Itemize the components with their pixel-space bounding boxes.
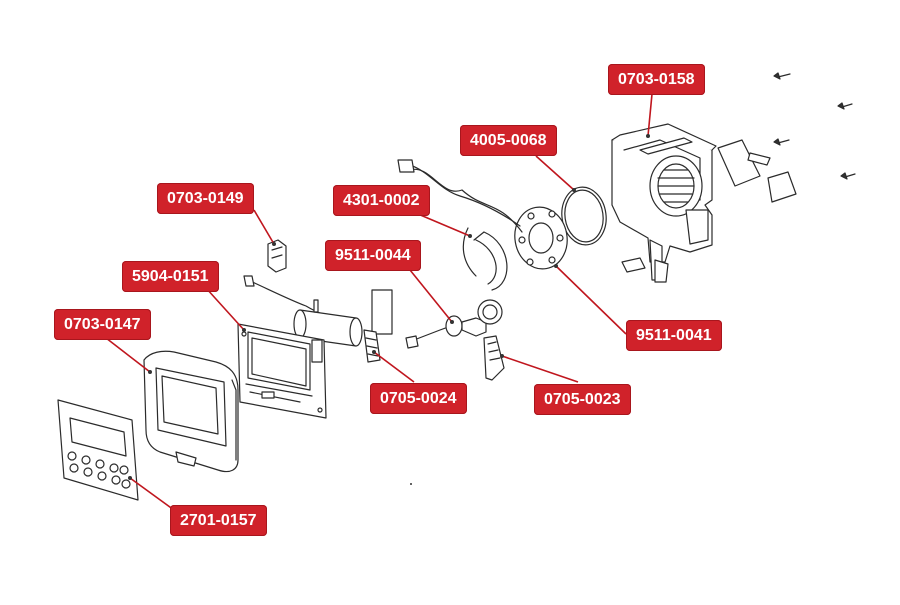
rear-housing-icon	[611, 123, 717, 283]
part-tag-retaining-ring: 4301-0002	[333, 185, 430, 216]
connector-bracket-icon	[267, 239, 287, 273]
leader-2701-0157	[129, 477, 175, 511]
part-tag-front-bezel: 0703-0147	[54, 309, 151, 340]
leader-4005-0068	[535, 155, 575, 191]
part-tag-cable-assembly: 9511-0044	[325, 240, 421, 271]
leader-5904-0151	[205, 287, 245, 331]
part-tag-circuit-board: 5904-0151	[122, 261, 219, 292]
screw-icon	[773, 72, 856, 180]
cylinder-icon	[293, 299, 363, 347]
leader-4301-0002	[417, 213, 471, 237]
part-tag-left-latch: 0705-0024	[370, 383, 467, 414]
o-ring-icon	[561, 186, 607, 246]
part-tag-right-latch: 0705-0023	[534, 384, 631, 415]
leader-lines	[105, 93, 653, 511]
part-tag-rear-housing: 0703-0158	[608, 64, 705, 95]
left-latch-icon	[363, 329, 381, 363]
part-tag-connector-bracket: 0703-0149	[157, 183, 254, 214]
leader-0703-0158	[647, 93, 653, 137]
part-tag-o-ring: 4005-0068	[460, 125, 557, 156]
insulator-card-icon	[371, 289, 393, 335]
retaining-ring-icon	[462, 227, 508, 291]
leader-0703-0147	[105, 337, 151, 373]
side-plate-icon	[621, 139, 797, 273]
twisted-wire-icon	[397, 159, 523, 233]
front-bezel-icon	[143, 350, 239, 473]
part-tag-keypad-overlay: 2701-0157	[170, 505, 267, 536]
keypad-overlay-icon	[57, 399, 139, 501]
circuit-board-icon	[237, 323, 327, 419]
leader-9511-0044	[409, 269, 453, 323]
leader-0703-0149	[253, 209, 275, 245]
leader-9511-0041	[555, 265, 627, 335]
leader-endpoints	[128, 134, 650, 485]
leader-0705-0023	[501, 355, 579, 383]
leader-0705-0024	[373, 351, 415, 383]
part-tag-speaker-plate: 9511-0041	[626, 320, 722, 351]
cable-assembly-icon	[405, 299, 503, 349]
right-latch-icon	[483, 335, 505, 381]
speaker-plate-icon	[514, 206, 568, 270]
